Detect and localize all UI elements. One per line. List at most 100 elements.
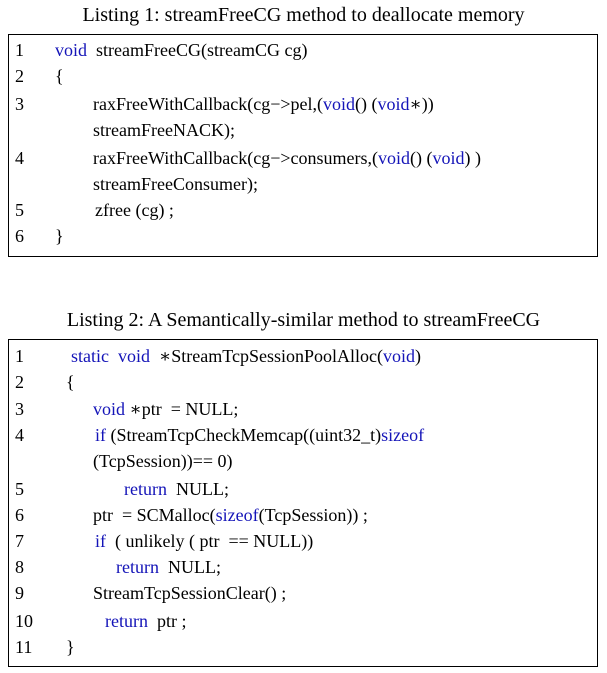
code-line: 11}	[9, 634, 597, 660]
keyword-token: if	[95, 425, 106, 445]
code-text: void streamFreeCG(streamCG cg)	[55, 37, 307, 63]
keyword-token: return	[105, 611, 148, 631]
code-token: StreamTcpSessionClear() ;	[93, 583, 287, 603]
line-number: 3	[15, 94, 24, 114]
code-token: (StreamTcpCheckMemcap((uint32_t)	[106, 425, 382, 445]
keyword-token: sizeof	[215, 505, 259, 525]
code-token: ) )	[464, 148, 482, 168]
keyword-token: void	[377, 148, 410, 168]
code-token	[109, 346, 118, 366]
code-text: {	[55, 63, 64, 89]
code-token: raxFreeWithCallback(cg−>pel,(	[93, 94, 323, 114]
listing-2-caption: Listing 2: A Semantically-similar method…	[66, 309, 541, 331]
code-line: 2{	[9, 369, 597, 395]
code-text: raxFreeWithCallback(cg−>pel,(void() (voi…	[93, 91, 434, 117]
listing-2-code-box: 1 static void ∗StreamTcpSessionPoolAlloc(…	[8, 339, 598, 667]
code-text: (TcpSession))== 0)	[93, 448, 233, 474]
line-number: 5	[15, 479, 24, 499]
code-text: if (StreamTcpCheckMemcap((uint32_t)sizeo…	[95, 422, 424, 448]
code-line: 7 if ( unlikely ( ptr == NULL))	[9, 528, 597, 554]
code-line: 4 if (StreamTcpCheckMemcap((uint32_t)size…	[9, 422, 597, 448]
keyword-token: void	[377, 94, 410, 114]
code-line: (TcpSession))== 0)	[9, 448, 597, 474]
keyword-token: void	[93, 399, 126, 419]
code-line: 2{	[9, 63, 597, 89]
code-line: 3 void ∗ptr = NULL;	[9, 396, 597, 422]
line-number: 1	[15, 40, 24, 60]
code-text: streamFreeNACK);	[93, 117, 235, 143]
code-line: 5 zfree (cg) ;	[9, 197, 597, 223]
code-line: streamFreeNACK);	[9, 117, 597, 143]
code-line: 6}	[9, 223, 597, 249]
code-text: zfree (cg) ;	[95, 197, 174, 223]
line-number: 2	[15, 66, 24, 86]
keyword-token: void	[432, 148, 465, 168]
code-text: {	[66, 369, 75, 395]
code-token: raxFreeWithCallback(cg−>consumers,(	[93, 148, 378, 168]
code-token: streamFreeConsumer);	[93, 174, 258, 194]
line-number: 11	[15, 637, 33, 657]
line-number: 4	[15, 148, 24, 168]
code-line: 5 return NULL;	[9, 476, 597, 502]
code-text: if ( unlikely ( ptr == NULL))	[95, 528, 313, 554]
code-token: zfree (cg) ;	[95, 200, 174, 220]
code-token: {	[66, 372, 75, 392]
code-token: ptr ;	[147, 611, 187, 631]
listing-1-caption: Listing 1: streamFreeCG method to deallo…	[82, 4, 525, 26]
code-line: 1 static void ∗StreamTcpSessionPoolAlloc(…	[9, 343, 597, 369]
code-line: 10 return ptr ;	[9, 608, 597, 634]
code-text: static void ∗StreamTcpSessionPoolAlloc(v…	[71, 343, 421, 369]
code-line: 1 void streamFreeCG(streamCG cg)	[9, 37, 597, 63]
line-number: 3	[15, 399, 24, 419]
code-token: (TcpSession)) ;	[258, 505, 368, 525]
code-text: StreamTcpSessionClear() ;	[93, 580, 286, 606]
code-token: )	[415, 346, 421, 366]
keyword-token: return	[116, 557, 159, 577]
keyword-token: return	[124, 479, 167, 499]
keyword-token: void	[55, 40, 88, 60]
code-token: (TcpSession))== 0)	[93, 451, 233, 471]
line-number: 1	[15, 346, 24, 366]
code-line: streamFreeConsumer);	[9, 171, 597, 197]
code-token: }	[55, 226, 64, 246]
code-text: void ∗ptr = NULL;	[93, 396, 238, 422]
code-line: 9 StreamTcpSessionClear() ;	[9, 580, 597, 606]
keyword-token: static	[71, 346, 109, 366]
code-line: 8 return NULL;	[9, 554, 597, 580]
keyword-token: void	[118, 346, 151, 366]
code-text: return ptr ;	[105, 608, 186, 634]
line-number: 6	[15, 505, 24, 525]
keyword-token: if	[95, 531, 106, 551]
code-token: ∗StreamTcpSessionPoolAlloc(	[150, 346, 383, 366]
code-token: ∗))	[409, 94, 434, 114]
code-token: ∗ptr = NULL;	[125, 399, 239, 419]
code-line: 6 ptr = SCMalloc(sizeof(TcpSession)) ;	[9, 502, 597, 528]
line-number: 8	[15, 557, 24, 577]
code-token: {	[55, 66, 64, 86]
line-number: 7	[15, 531, 24, 551]
code-text: streamFreeConsumer);	[93, 171, 258, 197]
line-number: 6	[15, 226, 24, 246]
line-number: 5	[15, 200, 24, 220]
keyword-token: void	[322, 94, 355, 114]
line-number: 10	[15, 611, 33, 631]
code-token: () (	[355, 94, 378, 114]
keyword-token: sizeof	[381, 425, 425, 445]
code-token: ptr = SCMalloc(	[93, 505, 216, 525]
code-text: }	[66, 634, 75, 660]
line-number: 4	[15, 425, 24, 445]
code-token: NULL;	[158, 557, 221, 577]
line-number: 9	[15, 583, 24, 603]
code-token: NULL;	[166, 479, 229, 499]
code-token: }	[66, 637, 75, 657]
keyword-token: void	[382, 346, 415, 366]
code-text: ptr = SCMalloc(sizeof(TcpSession)) ;	[93, 502, 368, 528]
line-number: 2	[15, 372, 24, 392]
code-text: return NULL;	[124, 476, 229, 502]
code-token: () (	[410, 148, 433, 168]
code-token: ( unlikely ( ptr == NULL))	[106, 531, 314, 551]
code-text: }	[55, 223, 64, 249]
